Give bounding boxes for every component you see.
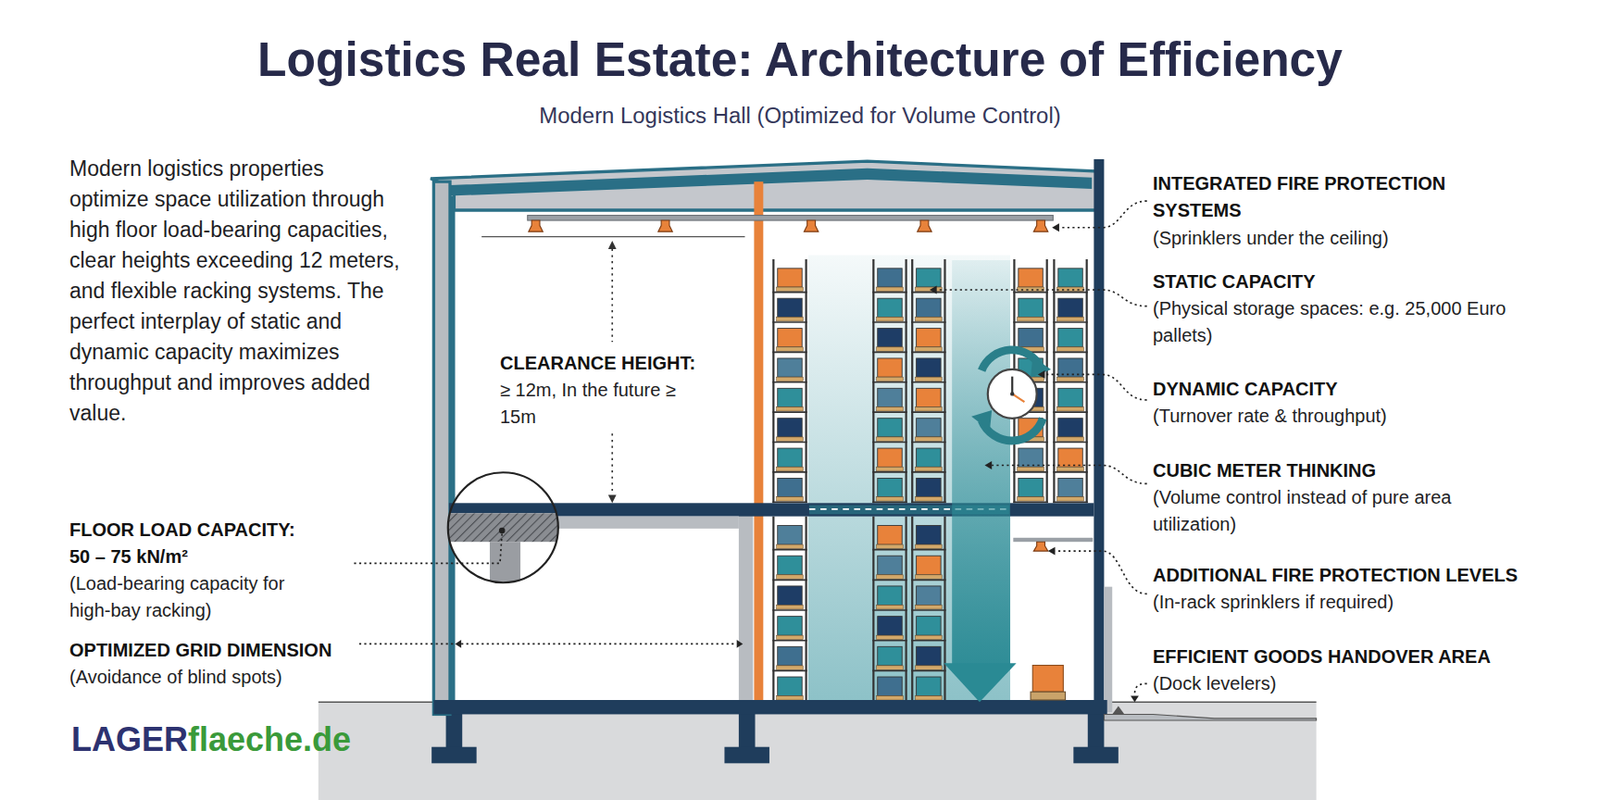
- column: [738, 515, 753, 705]
- callout-text: (Turnover rate & throughput): [1152, 402, 1579, 430]
- callout-text: (Physical storage spaces: e.g. 25,000 Eu…: [1152, 295, 1514, 350]
- callout-text: (Avoidance of blind spots): [69, 663, 283, 691]
- callout-text: (Load-bearing capacity for high-bay rack…: [69, 570, 325, 625]
- logo-text: flaeche.de: [187, 720, 351, 759]
- callout-heading: FLOOR LOAD CAPACITY: 50 – 75 kN/m²: [69, 516, 313, 571]
- logo-text: LAGER: [71, 720, 188, 759]
- ceiling-sprinklers: [481, 215, 1053, 238]
- volume-overlay: [808, 255, 1011, 703]
- callout-heading: CUBIC METER THINKING: [1152, 457, 1579, 485]
- in-rack-sprinkler: [1012, 537, 1093, 542]
- column: [753, 181, 763, 704]
- callout-text: (Volume control instead of pure area uti…: [1152, 484, 1533, 538]
- callout-heading: CLEARANCE HEIGHT:: [500, 350, 696, 377]
- right-wall: [1093, 159, 1104, 715]
- callout-text: (Dock levelers): [1152, 670, 1579, 698]
- callout-heading: EFFICIENT GOODS HANDOVER AREA: [1152, 643, 1588, 671]
- callout-heading: INTEGRATED FIRE PROTECTION SYSTEMS: [1152, 170, 1468, 225]
- callout-heading: STATIC CAPACITY: [1152, 268, 1579, 296]
- floor-detail-magnifier: [438, 472, 572, 593]
- intro-text: Modern logistics properties optimize spa…: [69, 153, 403, 429]
- leader-lines: [353, 200, 1147, 696]
- foundations: [431, 712, 1119, 763]
- logo: LAGERflaeche.de: [71, 720, 351, 760]
- subtitle: Modern Logistics Hall (Optimized for Vol…: [0, 102, 1600, 129]
- turnover-clock: [971, 350, 1051, 441]
- floor-slab: [433, 700, 1107, 714]
- volume-arrow: [951, 260, 1011, 664]
- pallet-box: [1032, 665, 1063, 693]
- dock-leveler: [1103, 713, 1316, 721]
- callout-heading: DYNAMIC CAPACITY: [1152, 375, 1579, 403]
- title: Logistics Real Estate: Architecture of E…: [0, 31, 1600, 88]
- roof: [430, 161, 1100, 211]
- ground: [318, 701, 1317, 800]
- callout-text: ≥ 12m, In the future ≥ 15m: [500, 376, 700, 431]
- callout-text: (In-rack sprinklers if required): [1152, 588, 1579, 616]
- left-wall: [433, 181, 450, 714]
- callout-heading: OPTIMIZED GRID DIMENSION: [69, 637, 332, 664]
- callout-text: (Sprinklers under the ceiling): [1152, 225, 1579, 252]
- callout-heading: ADDITIONAL FIRE PROTECTION LEVELS: [1152, 562, 1588, 589]
